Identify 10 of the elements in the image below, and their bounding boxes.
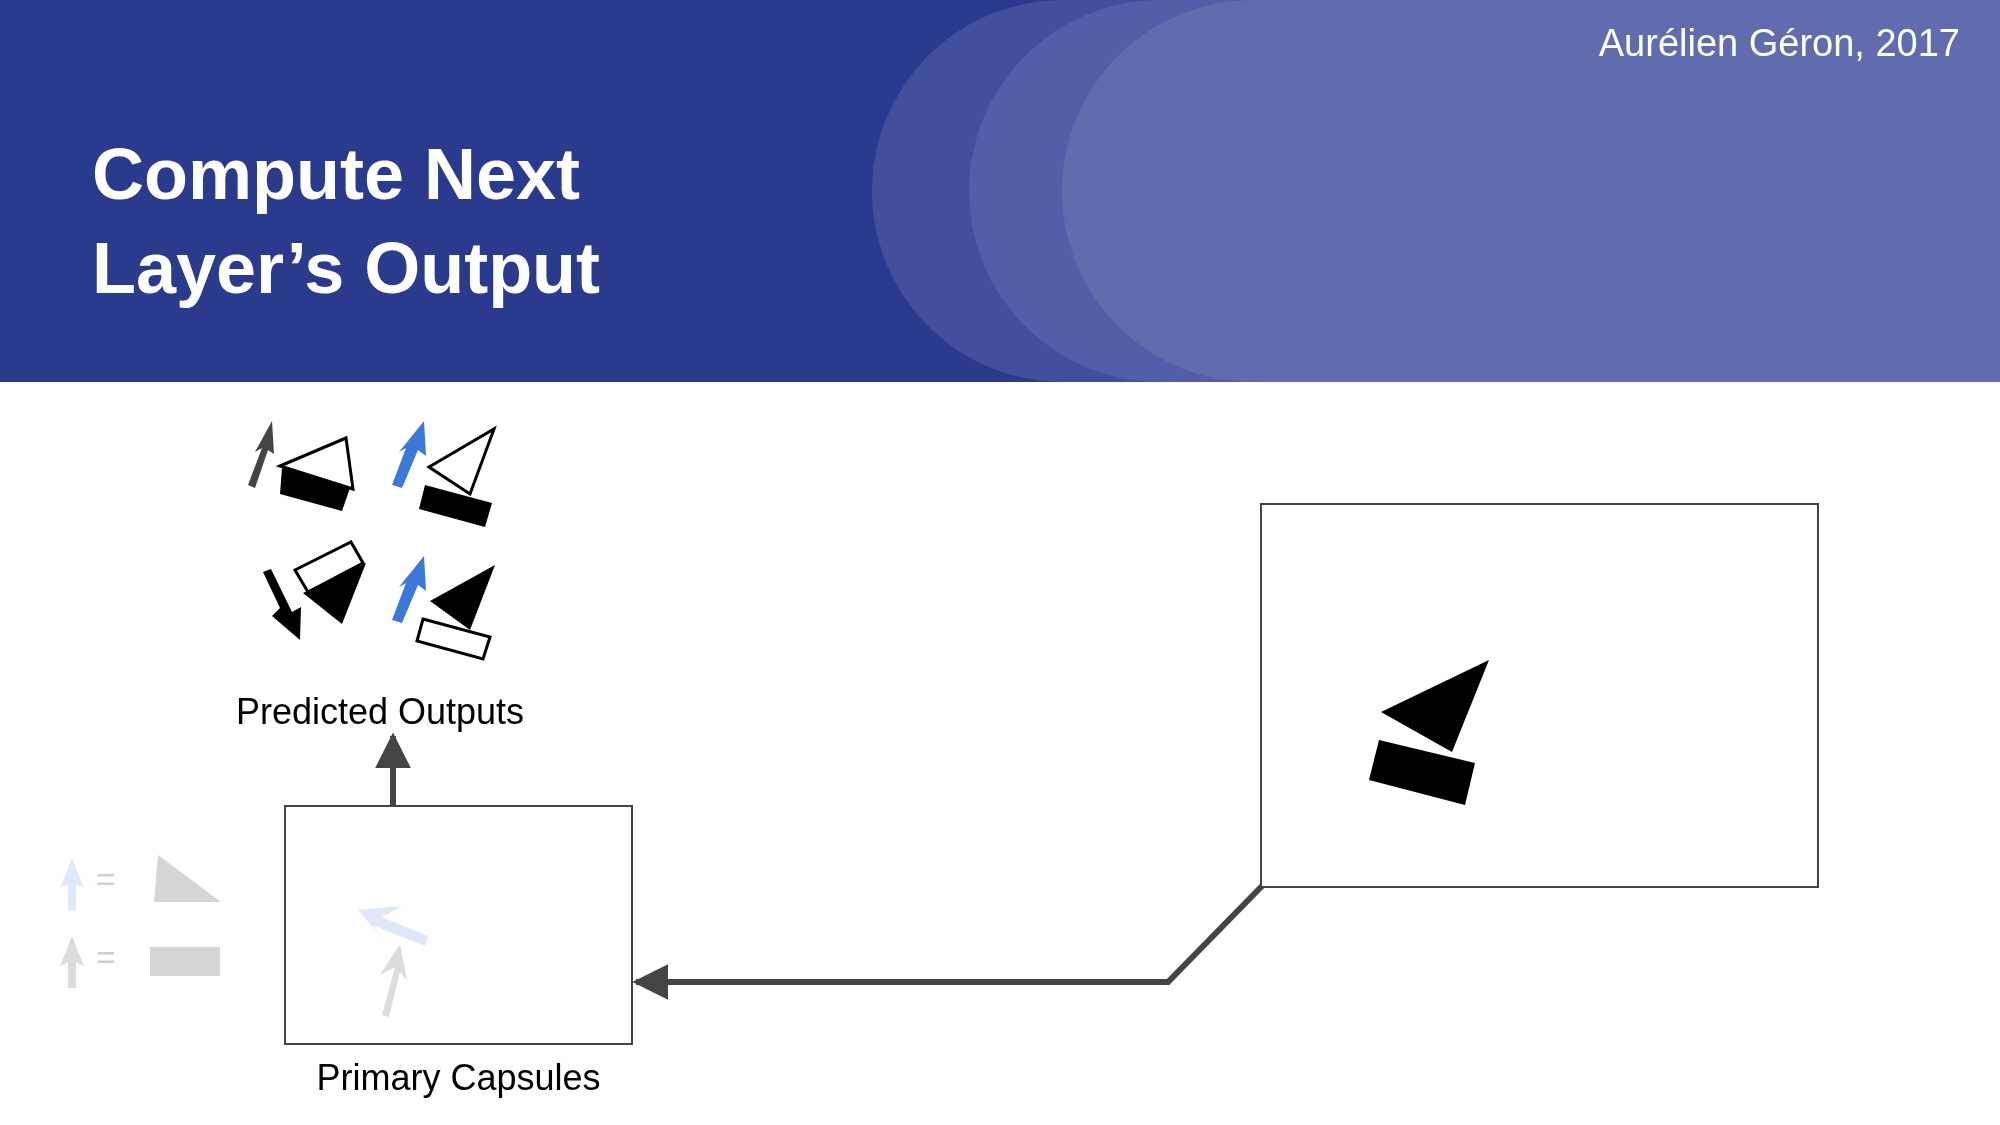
slide-title: Compute Next Layer’s Output [92, 133, 602, 310]
arrow [632, 883, 1265, 1000]
equals-sign: = [96, 938, 116, 977]
box-caption: Primary Capsules [315, 1057, 602, 1099]
equals-sign: = [96, 860, 116, 899]
capsule-box [284, 805, 633, 1045]
image-frame [1260, 503, 1819, 888]
author-credit: Aurélien Géron, 2017 [1598, 22, 1960, 65]
arrow [375, 732, 411, 805]
node-label: Predicted Outputs [234, 690, 526, 734]
